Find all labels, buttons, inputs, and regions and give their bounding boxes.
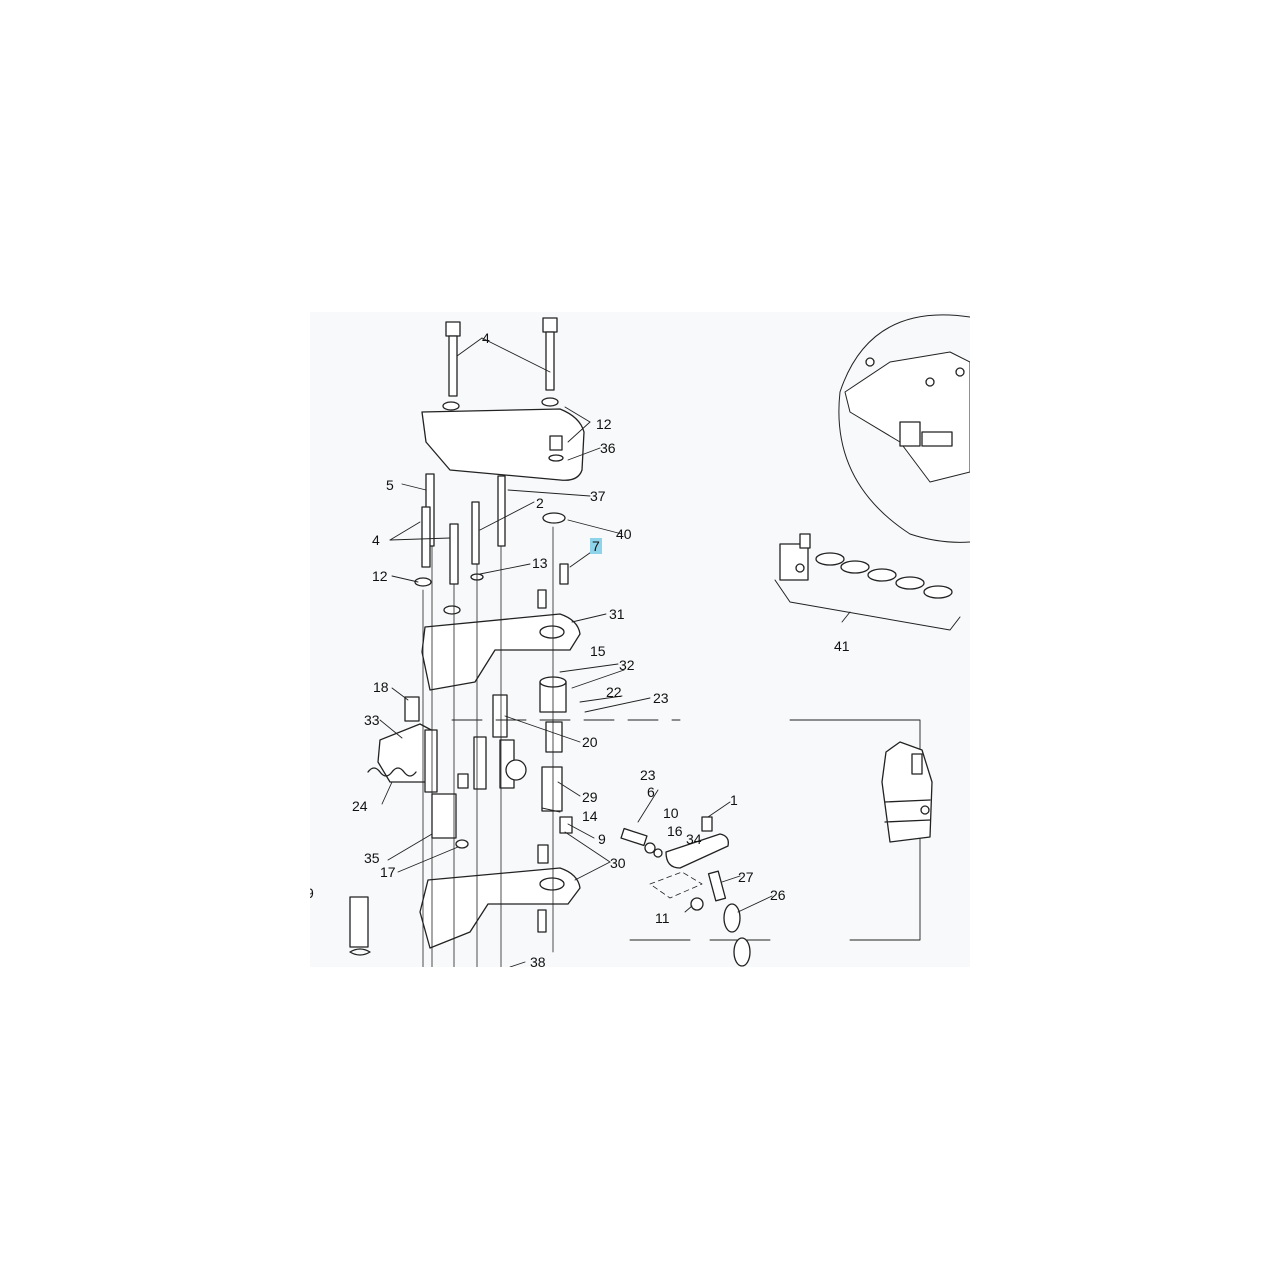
pin-27	[707, 870, 727, 902]
callout-11: 11	[655, 910, 670, 926]
bolt-2	[471, 501, 480, 565]
tube-9-left	[349, 896, 369, 948]
bolt-36	[549, 435, 563, 451]
top-plate	[421, 408, 585, 481]
callout-41: 41	[834, 638, 850, 654]
callout-31: 31	[609, 606, 625, 622]
spring-24	[367, 767, 417, 777]
callout-34: 34	[686, 831, 702, 847]
pin-18	[404, 696, 420, 722]
callout-38: 38	[530, 954, 546, 967]
callout-12-mid: 12	[372, 568, 388, 584]
callout-37: 37	[590, 488, 606, 504]
bolt-6	[620, 827, 648, 847]
bottom-plate	[419, 867, 581, 949]
bolt-4-left	[445, 321, 461, 397]
callout-23-a: 23	[653, 690, 669, 706]
chain-26	[723, 903, 751, 967]
callout-2: 2	[536, 495, 544, 511]
callout-1: 1	[730, 792, 738, 808]
chain-41	[815, 552, 953, 599]
callout-16: 16	[667, 823, 683, 839]
callout-35: 35	[364, 850, 380, 866]
callout-6: 6	[647, 784, 655, 800]
washer-36	[548, 454, 564, 462]
callout-29: 29	[582, 789, 598, 805]
nut-11	[690, 897, 704, 911]
callout-33: 33	[364, 712, 380, 728]
callout-15: 15	[590, 643, 606, 659]
sleeve-20	[545, 721, 563, 753]
callout-5: 5	[386, 477, 394, 493]
callout-7-highlighted[interactable]: 7	[590, 538, 602, 554]
callout-9-left: 9	[310, 885, 314, 901]
bolt-4-b	[449, 523, 459, 585]
callout-30: 30	[610, 855, 626, 871]
detail-41-frame	[774, 579, 961, 631]
callout-9-right: 9	[598, 831, 606, 847]
callout-17: 17	[380, 864, 396, 880]
exploded-view-drawing	[349, 314, 970, 967]
callout-18: 18	[373, 679, 389, 695]
washer-12-b	[541, 397, 559, 407]
callout-22: 22	[606, 684, 622, 700]
washer-12-a	[442, 401, 460, 411]
callout-36: 36	[600, 440, 616, 456]
callout-32: 32	[619, 657, 635, 673]
callout-40: 40	[616, 526, 632, 542]
bolt-37	[497, 475, 506, 547]
bolt-4-a	[421, 506, 431, 568]
callout-10: 10	[663, 805, 679, 821]
callout-27: 27	[738, 869, 754, 885]
callout-4-mid: 4	[372, 532, 380, 548]
screw-7	[559, 563, 569, 585]
callout-14: 14	[582, 808, 598, 824]
callout-24: 24	[352, 798, 368, 814]
block-35	[431, 793, 457, 839]
callout-12-top: 12	[596, 416, 612, 432]
callout-26: 26	[770, 887, 786, 903]
lever-34	[665, 833, 729, 869]
callout-20: 20	[582, 734, 598, 750]
sleeve-29	[541, 766, 563, 812]
callout-13: 13	[532, 555, 548, 571]
washer-40	[542, 512, 566, 524]
callout-4-top: 4	[482, 330, 490, 346]
hitch-bracket	[881, 741, 933, 843]
bolt-4-right	[542, 317, 558, 391]
callout-23-b: 23	[640, 767, 656, 783]
parts-diagram: 4 12 36 5 37 2 40 4 7 12 13 31 15 32 18 …	[310, 312, 970, 967]
detail-inset-circle	[838, 314, 970, 543]
